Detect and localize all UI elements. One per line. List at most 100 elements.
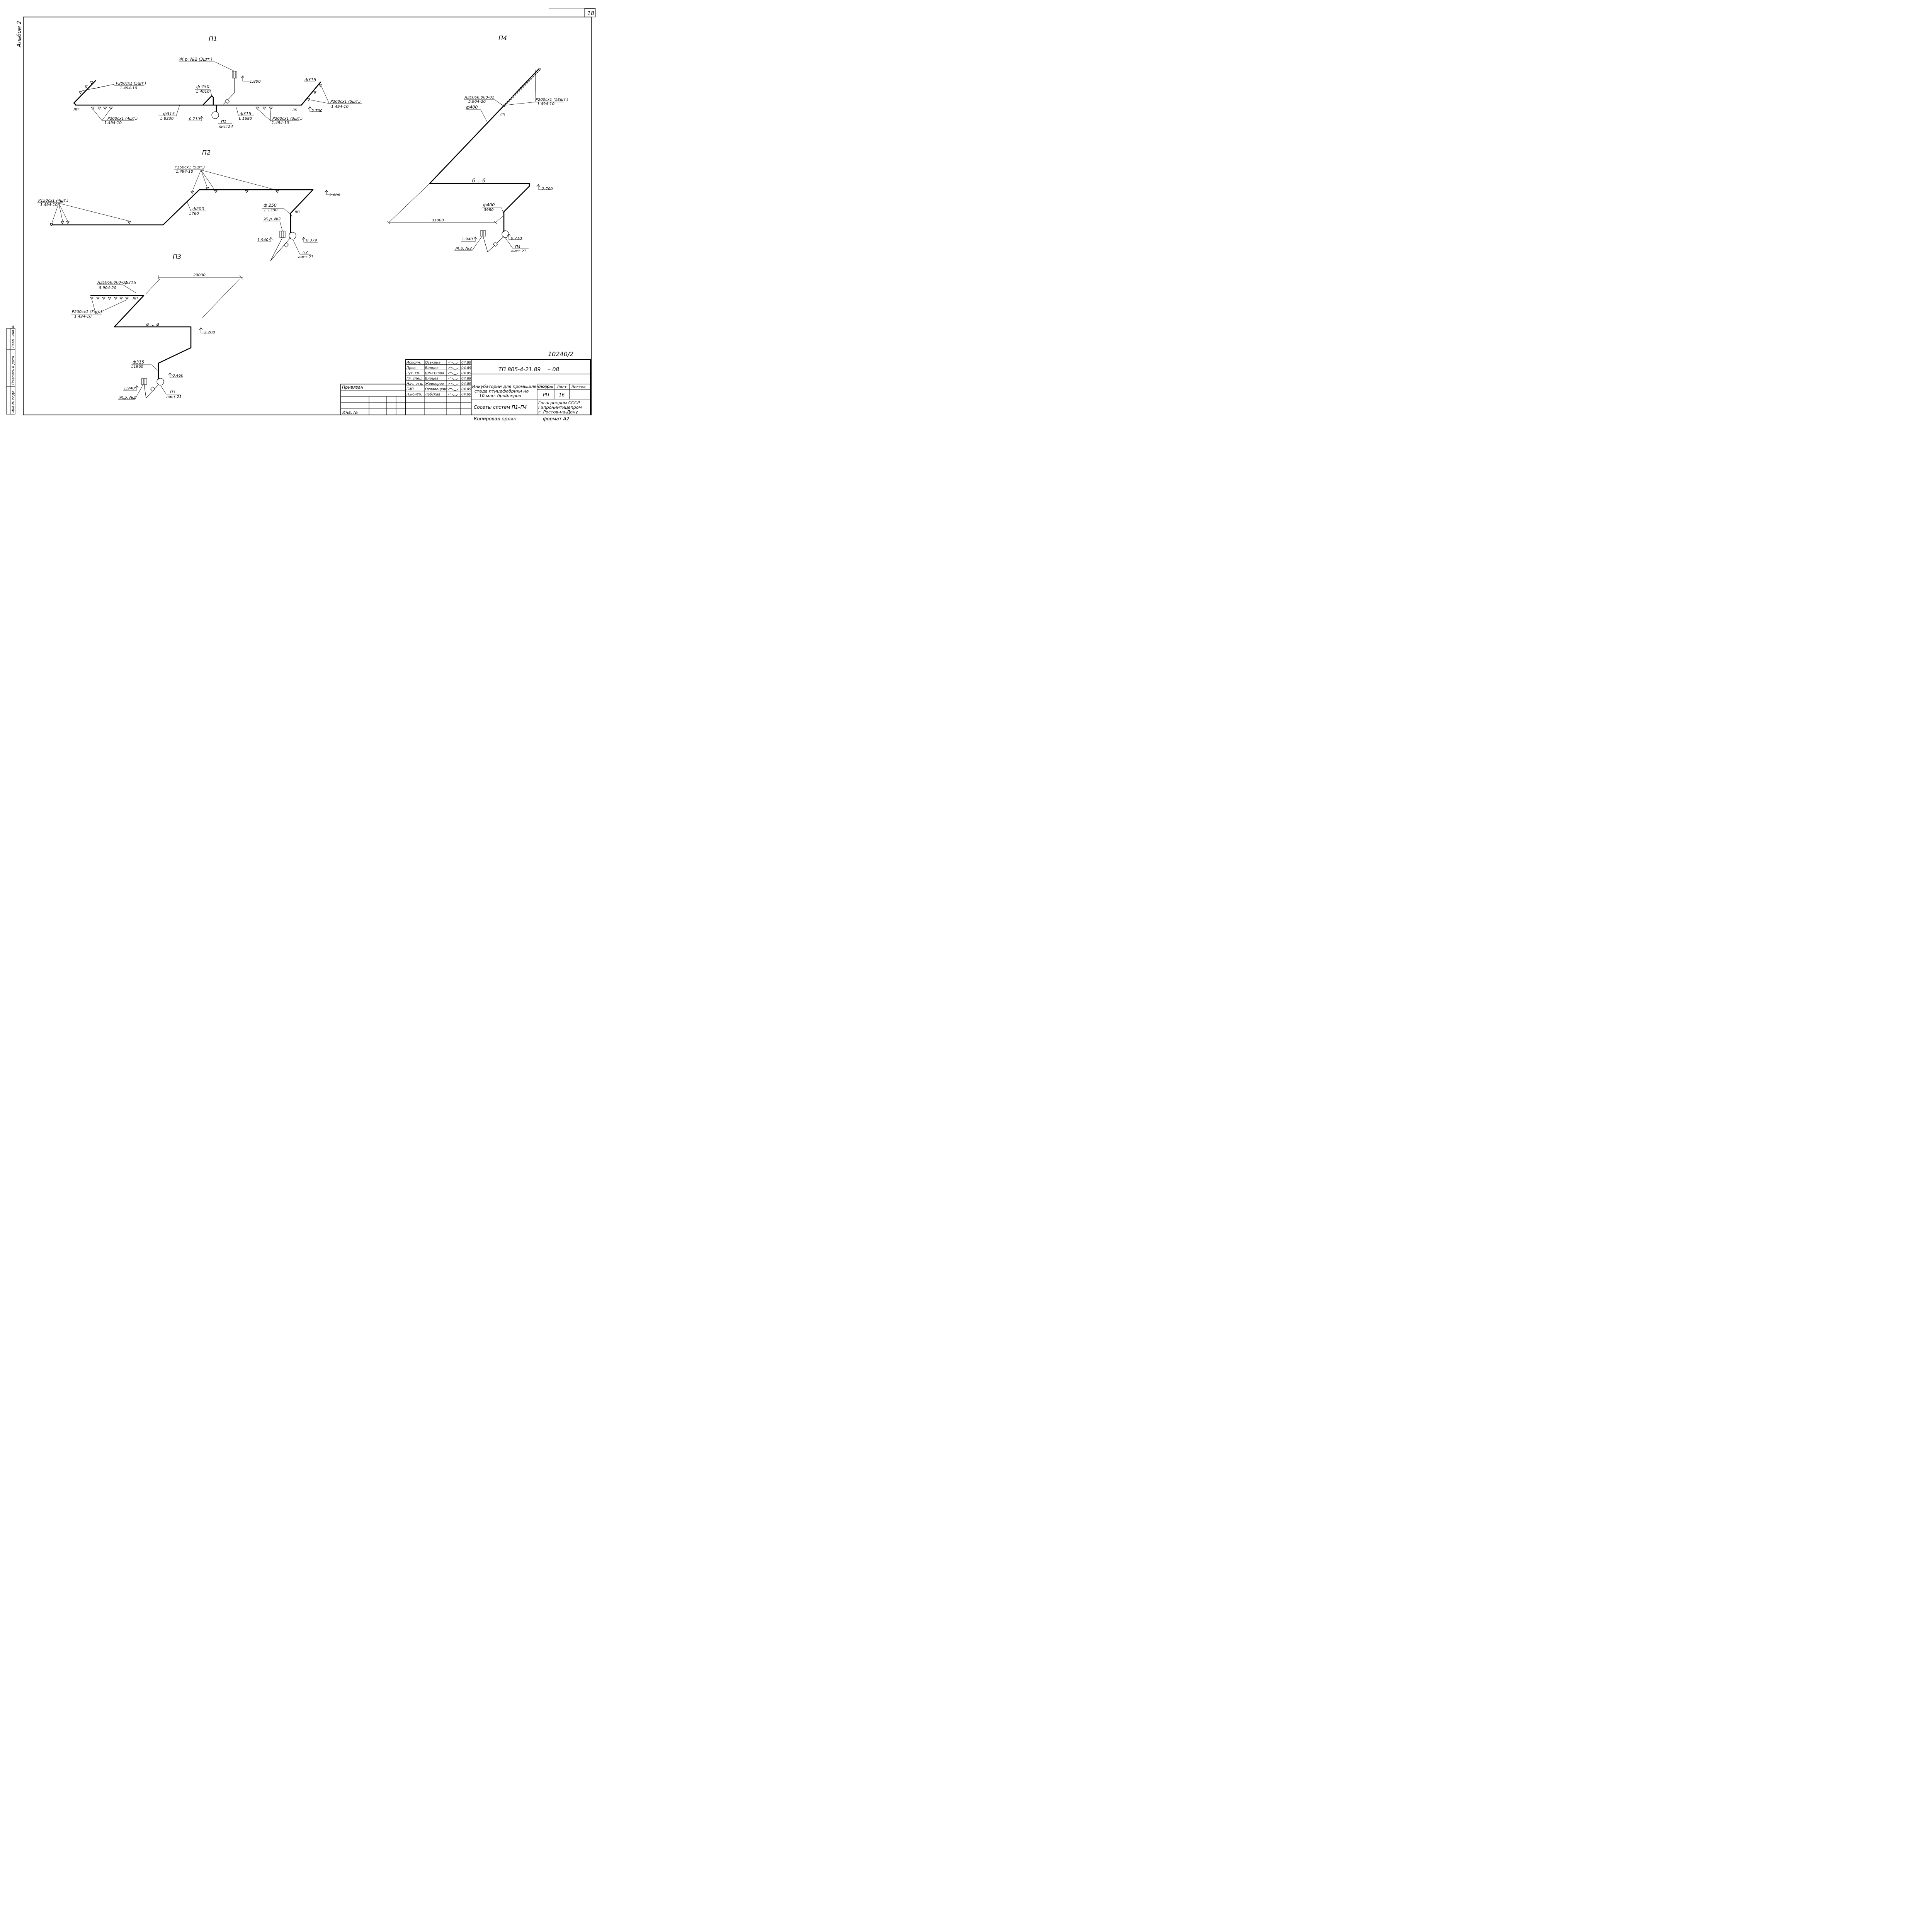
p2-lp: ЛП	[294, 211, 300, 214]
p2-elev-fan: 0.379	[306, 238, 317, 243]
p3-title: П3	[173, 253, 181, 260]
replace-inv-label: Взам. инв.№	[12, 325, 15, 348]
p2-jalousie-label: Ж.р. №2	[264, 217, 281, 221]
p4-grille-spec: Р200сх1 (18шт.)	[536, 98, 568, 102]
signature-role: Нач. отд.	[406, 382, 423, 386]
p2-grille-top-code: 1.494-10	[176, 170, 193, 174]
signature-mark	[448, 362, 459, 364]
p1-lp-right: ЛП	[292, 109, 298, 112]
p4-elev-top: 2.700	[542, 187, 553, 191]
p4-elev-fan: 0.710	[511, 236, 522, 241]
p4-fan-sheet: лист 21	[510, 249, 526, 253]
p3-grille-code: 1.494-10	[74, 314, 92, 319]
p3-fitting-d: ф315	[124, 280, 136, 285]
p2-fan-label: П2	[303, 250, 308, 255]
p1-grilles-left	[79, 81, 93, 95]
p1-filter-icon	[224, 99, 230, 104]
p4-jalousie-icon	[480, 230, 486, 236]
p3-elev-fan: 0.460	[172, 374, 184, 378]
org-line-1: Госагропром СССР	[538, 400, 580, 405]
p3-fitting-std: 5.904-20	[99, 286, 116, 290]
p4-grille-icon	[538, 68, 541, 71]
p3-duct-d: ф315	[133, 360, 144, 365]
p1-duct-c-d: ф315	[240, 111, 251, 116]
project-line-1: Инкубаторий для промышленного	[472, 384, 549, 389]
signature-date: 04.89	[461, 372, 471, 376]
p1-grille-left-spec: Р200сх1 (5шт.)	[116, 82, 146, 86]
p3-fan-sheet: лист 21	[166, 395, 182, 399]
p3-elev-left: 1.940	[124, 386, 135, 391]
signature-date: 04.89	[461, 382, 471, 386]
p4-fitting-std: 5.904-20	[468, 100, 486, 104]
p1-grille-mid-spec: Р200сх1 (3шт.)	[272, 117, 303, 121]
p4-duct	[429, 68, 539, 232]
signature-date: 04.89	[461, 366, 471, 370]
signature-mark	[448, 367, 459, 370]
p2-grilles	[50, 187, 279, 226]
signature-mark	[448, 383, 459, 386]
p2-duct-b-d: ф 250	[264, 203, 277, 208]
left-stamp-strip: Инв.№ подл. Подпись и дата Взам. инв.№	[6, 325, 15, 415]
signature-mark	[448, 377, 459, 380]
p4-grille-icon	[530, 77, 533, 80]
signature-name: Лебская	[425, 393, 440, 397]
p1-grilles-right	[307, 84, 322, 102]
p2-jalousie-icon	[279, 231, 286, 238]
p4-grille-icon	[532, 75, 535, 78]
signature-name: Бирцев	[425, 366, 439, 370]
p4-grille-icon	[524, 83, 527, 86]
p1-duct-d: ф315	[304, 77, 316, 82]
p4-title: П4	[498, 34, 507, 42]
p4-duct-l: 3980	[484, 208, 493, 212]
p4-grille-icon	[526, 81, 529, 84]
p4-grille-icon	[522, 85, 525, 88]
p3-jalousie-icon	[141, 378, 147, 385]
p4-grille-icon	[510, 98, 512, 100]
p1-fan-sheet: лист24	[218, 125, 233, 129]
p4-fitting-d: ф400	[466, 105, 478, 110]
p1-riser	[202, 95, 214, 105]
p2-grille-top-spec: Р150сх1 (5шт.)	[175, 165, 205, 170]
p4-section: б ... б	[472, 178, 485, 184]
p1-grille-mid-code: 1.494-10	[272, 121, 289, 125]
p3-lp: ЛП	[132, 297, 138, 301]
signature-name: Жевнеров	[425, 382, 444, 386]
p2-grille-left-spec: Р150сх1 (4шт.)	[38, 199, 68, 203]
p3-duct-l: L1960	[131, 365, 143, 369]
p1-elev-fan: 0.710	[189, 117, 200, 121]
p1-duct-b-d: ф315	[163, 111, 175, 116]
p3-filter-icon	[150, 386, 155, 392]
page-number: 18	[587, 10, 594, 17]
p2-duct	[50, 189, 314, 233]
signature-name: Бирцев	[425, 377, 439, 381]
sheet-title: Сосеты систем П1–П4	[474, 405, 527, 410]
doc-suffix: – 08	[548, 367, 559, 373]
sheets-header: Листов	[571, 385, 585, 389]
signature-date: 04.89	[461, 377, 471, 381]
signature-mark	[448, 372, 459, 375]
p2-duct-a-l: L760	[189, 212, 199, 216]
p1-duct-c-l: L 1680	[239, 117, 252, 121]
p1-duct-a-l: L 4010	[196, 90, 209, 94]
p4-grille-icon	[503, 104, 506, 107]
signature-name: Охлавецкий	[425, 388, 447, 391]
system-p2: П2 Р150сх1 (5шт.) 1.494-10 Р150сх1 (4шт.…	[37, 149, 340, 261]
p2-title: П2	[202, 149, 211, 156]
p1-elev-right: 2.700	[311, 109, 323, 113]
p1-fan-label: П1	[221, 120, 226, 124]
project-line-3: 10 млн. бройлеров	[479, 393, 521, 398]
p1-grille-bottom-spec: Р200сх1 (4шт.)	[107, 117, 138, 121]
p1-title: П1	[209, 35, 217, 42]
system-p1: П1 Р200сх1 (5шт.) 1.494-10 Р2	[73, 35, 362, 129]
p4-grille-icon	[514, 93, 517, 97]
p4-grille-icon	[518, 89, 520, 92]
signature-mark	[448, 388, 459, 391]
p3-fitting-code: АЗЕ066.000-01	[97, 280, 127, 285]
privyazan-label: Привязан	[342, 385, 363, 390]
format-label: формат А2	[543, 416, 569, 422]
p1-duct	[73, 80, 321, 106]
p4-grille-icon	[528, 79, 531, 82]
p4-grille-icon	[536, 70, 539, 73]
stage-value: РП	[543, 392, 549, 398]
p4-grille-icon	[512, 95, 514, 99]
